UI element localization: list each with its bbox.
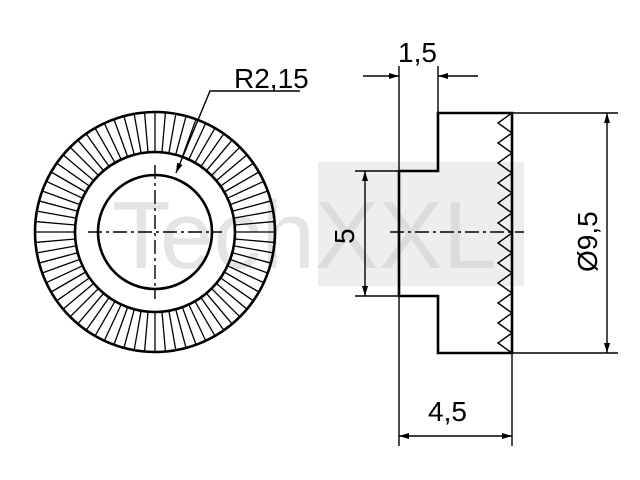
knurl-line <box>133 310 142 351</box>
knurl-line <box>232 200 272 212</box>
knurl-line <box>175 115 187 155</box>
knurl-line <box>215 282 248 310</box>
knurl-line <box>143 311 149 352</box>
knurl-line <box>94 127 116 164</box>
knurl-line <box>223 171 260 193</box>
knurl-line <box>205 139 233 172</box>
radius-label: R2,15 <box>234 63 309 94</box>
knurl-line <box>123 115 135 155</box>
dim-bore-height: 5 <box>329 170 399 297</box>
knurl-zigzag <box>496 112 514 354</box>
knurl-line <box>35 220 76 226</box>
knurl-line <box>45 265 83 284</box>
knurl-line <box>168 113 177 154</box>
bore-height-label: 5 <box>329 228 360 244</box>
knurl-line <box>38 200 78 212</box>
knurl-line <box>85 133 110 167</box>
knurl-line <box>227 180 265 199</box>
knurl-line <box>181 306 197 345</box>
knurl-line <box>85 297 110 331</box>
knurl-line <box>36 245 77 254</box>
watermark-box <box>318 162 524 286</box>
knurl-line <box>45 180 83 199</box>
knurl-line <box>233 245 274 254</box>
watermark-text: TechXXL <box>112 182 496 289</box>
knurl-line <box>42 258 81 274</box>
knurl-line <box>227 265 265 284</box>
knurl-line <box>38 252 78 264</box>
knurl-line <box>215 154 248 182</box>
knurl-line <box>94 300 116 337</box>
knurl-line <box>223 271 260 293</box>
knurl-line <box>175 309 187 349</box>
knurl-line <box>200 133 225 167</box>
dim-total-width: 4,5 <box>398 296 513 446</box>
knurl-line <box>56 277 90 302</box>
knurl-line <box>161 112 167 153</box>
knurl-line <box>205 292 233 325</box>
knurl-line <box>50 171 87 193</box>
knurl-line <box>56 162 90 187</box>
knurl-line <box>188 122 207 160</box>
dim-flange-width: 1,5 <box>363 37 478 171</box>
total-width-label: 4,5 <box>428 396 467 427</box>
flange-width-label: 1,5 <box>398 37 437 68</box>
knurl-line <box>168 310 177 351</box>
knurl-line <box>220 162 254 187</box>
knurl-line <box>232 252 272 264</box>
knurl-line <box>123 309 135 349</box>
dim-diameter: Ø9,5 <box>512 112 618 354</box>
knurl-line <box>42 190 81 206</box>
knurl-line <box>103 122 122 160</box>
front-view: R2,15 <box>33 63 309 354</box>
watermark: TechXXL <box>112 162 524 289</box>
knurl-line <box>220 277 254 302</box>
knurl-line <box>194 300 216 337</box>
knurl-line <box>77 139 105 172</box>
knurl-line <box>113 306 129 345</box>
knurl-line <box>62 154 95 182</box>
knurl-lines <box>35 112 275 352</box>
knurl-line <box>200 297 225 331</box>
knurl-line <box>194 127 216 164</box>
knurl-line <box>211 288 241 318</box>
knurl-line <box>211 146 241 176</box>
radius-leader <box>175 90 300 174</box>
knurl-line <box>69 288 99 318</box>
diameter-label: Ø9,5 <box>572 211 603 272</box>
knurl-line <box>233 210 274 219</box>
knurl-line <box>69 146 99 176</box>
knurl-line <box>229 258 268 274</box>
knurl-line <box>229 190 268 206</box>
knurl-line <box>77 292 105 325</box>
knurl-line <box>36 210 77 219</box>
knurl-line <box>143 112 149 153</box>
knurl-line <box>234 238 275 244</box>
knurl-line <box>188 304 207 342</box>
knurl-line <box>133 113 142 154</box>
knurl-line <box>62 282 95 310</box>
knurl-line <box>113 119 129 158</box>
knurl-line <box>50 271 87 293</box>
knurl-line <box>234 220 275 226</box>
knurl-line <box>103 304 122 342</box>
knurl-line <box>161 311 167 352</box>
knurl-line <box>35 238 76 244</box>
